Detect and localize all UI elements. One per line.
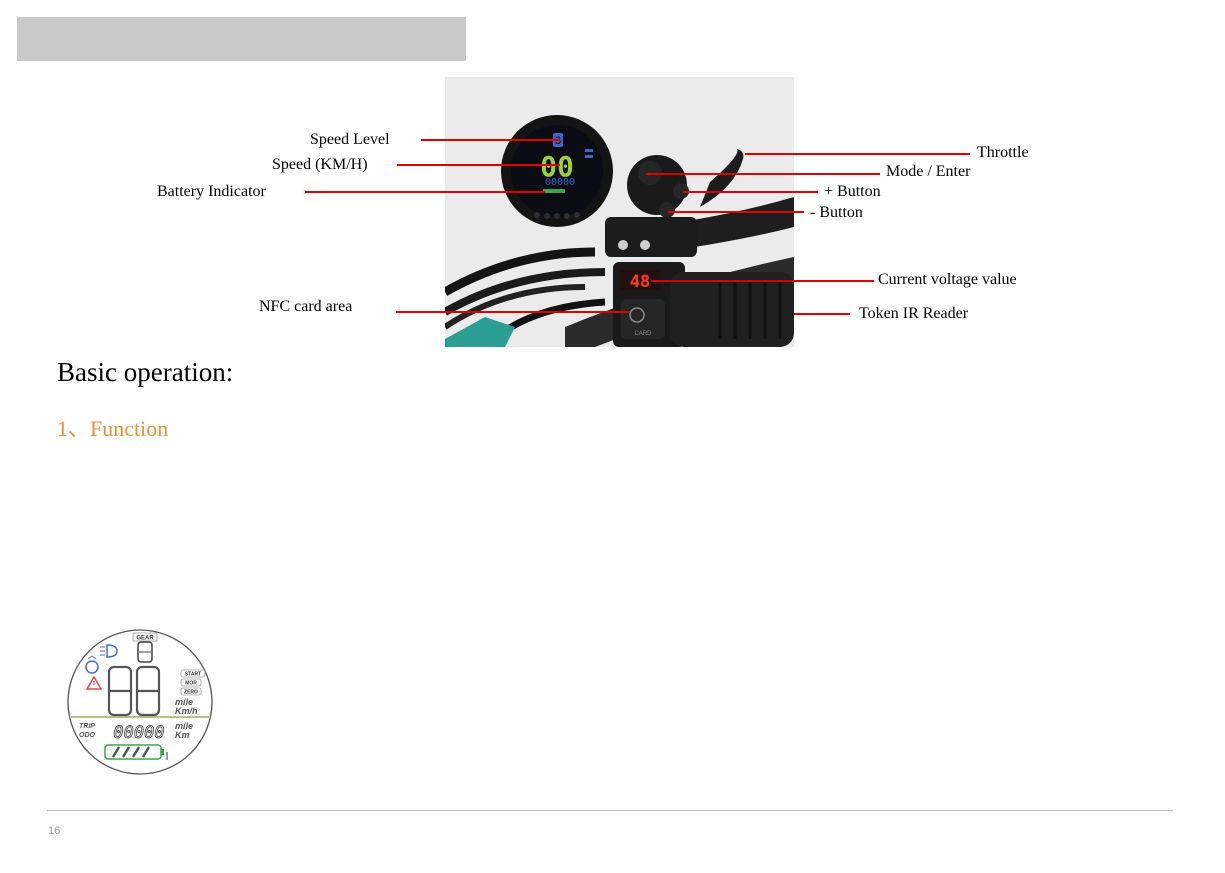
dial-trip-label: TRIP <box>79 723 95 730</box>
dial-odo-label: ODO <box>79 732 96 739</box>
section-title: Basic operation: <box>57 357 233 388</box>
footer-rule <box>47 810 1173 811</box>
label-plus-button: + Button <box>824 183 881 201</box>
label-nfc-card-area: NFC card area <box>259 298 352 316</box>
section-subtitle: 1、Function <box>57 411 168 443</box>
lcd-dial-diagram: GEAR START MOR <box>67 629 213 775</box>
lcd-dial-svg: GEAR START MOR <box>67 629 213 775</box>
page-number: 16 <box>48 825 60 837</box>
dial-odo-km-label: Km <box>175 730 190 740</box>
label-speed-level: Speed Level <box>310 131 390 149</box>
dial-zero-label: ZERO <box>184 690 198 696</box>
label-mode-enter: Mode / Enter <box>886 163 970 181</box>
label-throttle: Throttle <box>977 144 1029 162</box>
label-speed-kmh: Speed (KM/H) <box>272 156 368 174</box>
label-battery-indicator: Battery Indicator <box>157 183 266 201</box>
dial-kmh-label: Km/h <box>175 706 198 716</box>
label-token-ir-reader: Token IR Reader <box>859 305 968 323</box>
label-minus-button: - Button <box>810 204 863 222</box>
dial-mode-label: MOR <box>185 681 197 687</box>
dial-start-label: START <box>185 672 201 678</box>
dial-gear-label: GEAR <box>136 636 154 642</box>
label-current-voltage: Current voltage value <box>878 271 1017 289</box>
dial-odo-digits: 00000 <box>113 723 164 743</box>
